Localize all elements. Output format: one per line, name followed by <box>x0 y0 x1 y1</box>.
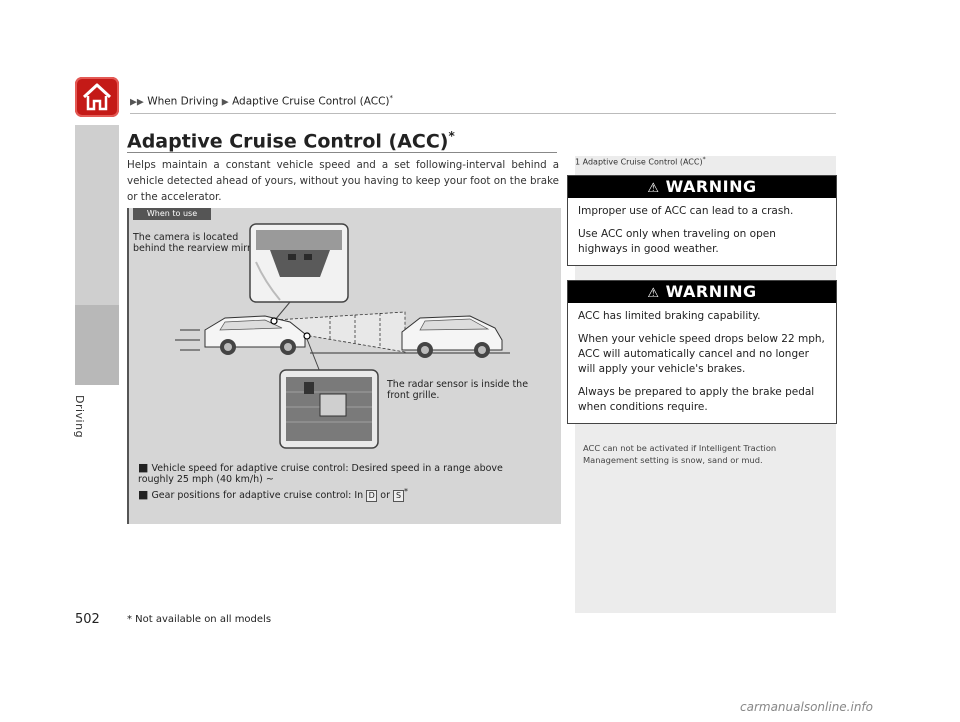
gear-asterisk: * <box>404 487 408 496</box>
page-title-text: Adaptive Cruise Control (ACC) <box>127 130 449 153</box>
side-tab-label: Driving <box>73 395 86 439</box>
warning-label: WARNING <box>665 282 757 301</box>
detection-beam <box>274 311 406 353</box>
list-item: ■ Vehicle speed for adaptive cruise cont… <box>138 462 538 485</box>
list-item: ■ Gear positions for adaptive cruise con… <box>138 486 538 503</box>
radar-caption: The radar sensor is inside the front gri… <box>387 379 529 401</box>
warning-body: ACC has limited braking capability. When… <box>568 303 836 423</box>
radar-inset <box>279 338 379 449</box>
warning-header: ⚠ WARNING <box>568 176 836 198</box>
speed-condition-text: Vehicle speed for adaptive cruise contro… <box>138 463 503 485</box>
breadcrumb-arrow-icon: ▶ <box>221 97 229 108</box>
watermark: carmanualsonline.info <box>740 700 874 714</box>
page-title: Adaptive Cruise Control (ACC)* <box>127 129 455 152</box>
breadcrumb-item-acc: Adaptive Cruise Control (ACC) <box>232 95 390 108</box>
warning-triangle-icon: ⚠ <box>647 286 660 301</box>
lead-vehicle <box>401 315 503 358</box>
sidebar-note-title: Adaptive Cruise Control (ACC) <box>582 157 703 167</box>
traction-note: ACC can not be activated if Intelligent … <box>583 443 777 465</box>
intro-paragraph: Helps maintain a constant vehicle speed … <box>127 159 559 203</box>
home-button[interactable] <box>75 77 119 117</box>
gear-condition-or: or <box>380 490 390 502</box>
bullet-marker: ■ <box>138 461 149 474</box>
header-rule <box>130 113 836 114</box>
warning-text: Use ACC only when traveling on open high… <box>578 228 776 255</box>
breadcrumb-arrow-icon: ▶▶ <box>130 97 144 108</box>
breadcrumb: ▶▶ When Driving ▶ Adaptive Cruise Contro… <box>130 94 393 108</box>
page-title-asterisk: * <box>448 129 455 143</box>
camera-inset <box>249 223 349 321</box>
warning-text: Improper use of ACC can lead to a crash. <box>578 205 794 217</box>
page-number: 502 <box>75 612 100 627</box>
home-icon <box>82 83 112 111</box>
warning-text: ACC has limited braking capability. <box>578 310 761 322</box>
conditions-list: ■ Vehicle speed for adaptive cruise cont… <box>138 462 538 503</box>
warning-text: When your vehicle speed drops below 22 m… <box>578 333 825 375</box>
breadcrumb-asterisk: * <box>389 94 394 102</box>
warning-text: Always be prepared to apply the brake pe… <box>578 386 815 413</box>
acc-illustration <box>175 223 510 449</box>
side-tab-block-active[interactable] <box>75 305 119 385</box>
sidebar-note-marker: 1 <box>575 157 581 167</box>
gear-key-s: S <box>393 490 405 503</box>
gear-condition-text: Gear positions for adaptive cruise contr… <box>151 490 364 502</box>
sidebar-note-heading: 1 Adaptive Cruise Control (ACC)* <box>575 156 706 167</box>
side-tab-block <box>75 125 119 305</box>
warning-triangle-icon: ⚠ <box>647 181 660 196</box>
sidebar-note-asterisk: * <box>702 156 706 163</box>
breadcrumb-item-when-driving[interactable]: When Driving <box>147 95 219 108</box>
gear-key-d: D <box>366 490 378 503</box>
camera-caption: The camera is located behind the rearvie… <box>133 232 263 254</box>
warning-box-1: ⚠ WARNING Improper use of ACC can lead t… <box>567 175 837 266</box>
when-to-use-tab: When to use <box>133 208 211 220</box>
warning-body: Improper use of ACC can lead to a crash.… <box>568 198 836 265</box>
ego-vehicle <box>204 315 311 355</box>
warning-header: ⚠ WARNING <box>568 281 836 303</box>
warning-label: WARNING <box>665 177 757 196</box>
title-rule <box>127 152 557 153</box>
bullet-marker: ■ <box>138 488 149 502</box>
footnote: * Not available on all models <box>127 614 272 625</box>
warning-box-2: ⚠ WARNING ACC has limited braking capabi… <box>567 280 837 424</box>
